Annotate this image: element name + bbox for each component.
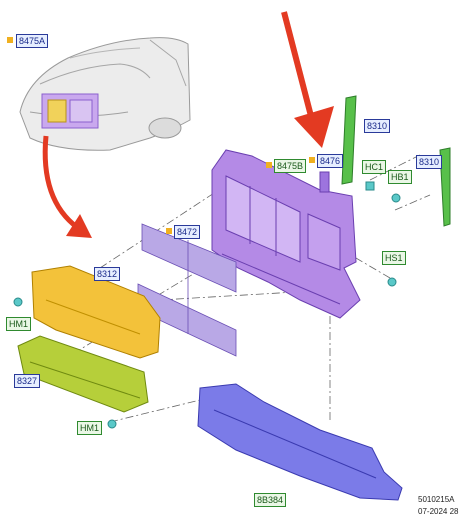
reference-date: 07-2024 28 <box>418 507 459 516</box>
straight-red-arrow-head <box>294 106 334 148</box>
label-8475A: 8475A <box>16 34 49 48</box>
reference-code: 5010215A <box>418 495 455 504</box>
marker-8475B <box>266 162 272 168</box>
label-8327: 8327 <box>14 374 41 388</box>
label-8310-right: 8310 <box>416 155 443 169</box>
label-8312: 8312 <box>94 267 121 281</box>
radiator-support <box>211 149 361 319</box>
label-8475B: 8475B <box>274 159 307 173</box>
label-8472: 8472 <box>174 225 201 239</box>
car-support-highlight <box>41 93 99 129</box>
straight-red-arrow <box>281 11 315 121</box>
label-HS1: HS1 <box>382 251 406 265</box>
marker-8476 <box>309 157 315 163</box>
label-8310-upper: 8310 <box>364 119 391 133</box>
label-8B384: 8B384 <box>254 493 287 507</box>
label-8476: 8476 <box>317 154 344 168</box>
label-HM1-left: HM1 <box>6 317 32 331</box>
marker-8475A <box>7 37 13 43</box>
label-HM1-bottom: HM1 <box>77 421 103 435</box>
label-HB1: HB1 <box>388 170 412 184</box>
label-HC1: HC1 <box>362 160 387 174</box>
side-brackets <box>341 95 451 227</box>
curved-red-arrow <box>42 135 80 231</box>
clips <box>13 181 401 429</box>
curved-red-arrow-head <box>66 214 92 238</box>
underbody-shield <box>197 383 403 501</box>
marker-8472 <box>166 228 172 234</box>
